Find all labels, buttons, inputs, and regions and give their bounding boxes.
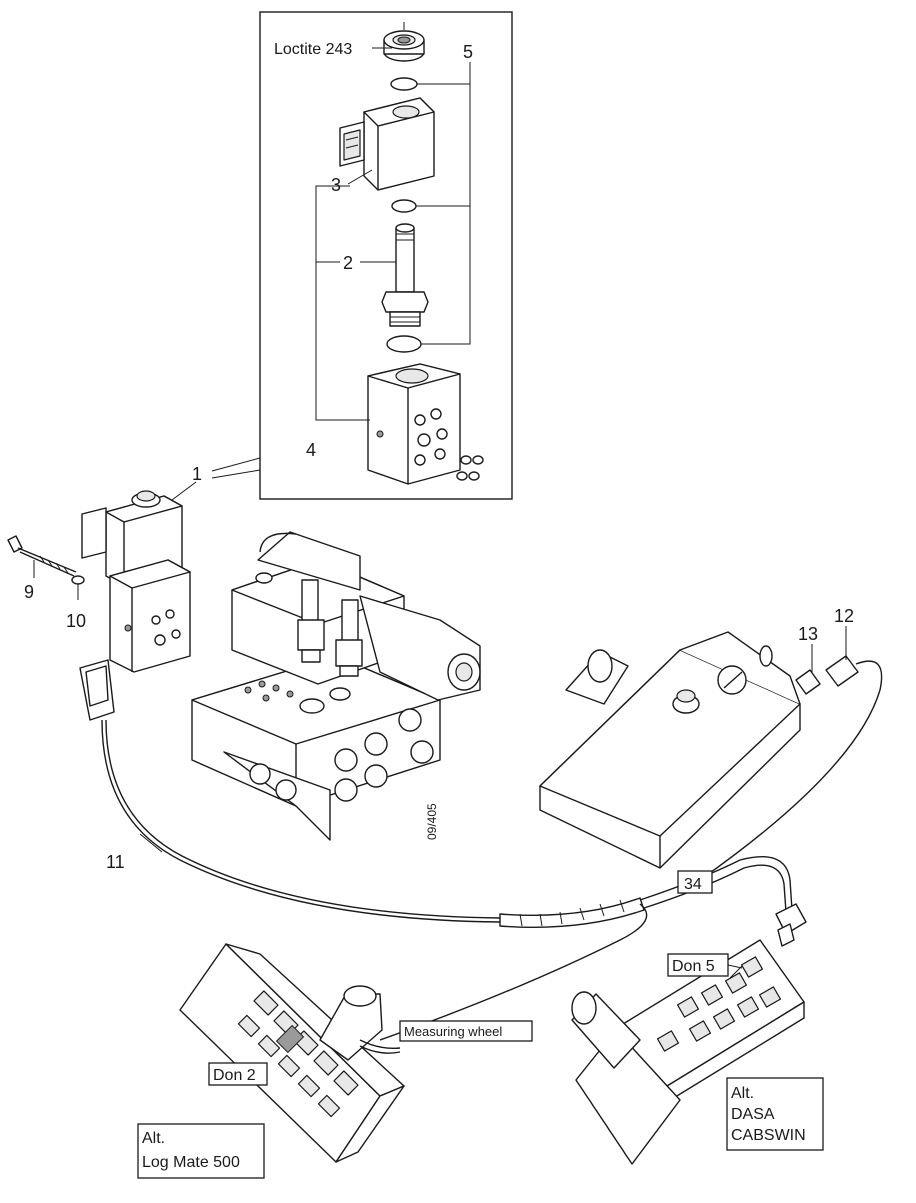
alt-logmate-line-2: Log Mate 500 (142, 1154, 240, 1171)
leader-3-2-4 (315, 185, 370, 421)
valve-body (367, 363, 461, 485)
o-ring (386, 335, 422, 353)
valve-with-sensors (231, 531, 481, 701)
label-12: 12 (834, 606, 854, 626)
label-11: 11 (106, 852, 125, 872)
callout-don5: Don 5 (667, 953, 743, 977)
label-3: 3 (331, 175, 341, 195)
washer (71, 575, 85, 585)
manifold-block (191, 655, 441, 841)
label-34: 34 (684, 876, 702, 893)
label-13: 13 (798, 624, 818, 644)
o-ring (391, 199, 417, 213)
callout-don2: Don 2 (208, 1062, 268, 1086)
label-2: 2 (343, 253, 353, 273)
dasa-keys (656, 956, 782, 1052)
leader-1-inset (211, 457, 261, 472)
dasa-control-unit (571, 939, 805, 1165)
label-9: 9 (24, 582, 34, 602)
callout-alt-logmate: Alt. Log Mate 500 (137, 1123, 265, 1179)
alt-dasa-line-1: Alt. (731, 1085, 754, 1102)
nut (383, 22, 425, 62)
logmate-keys (237, 990, 359, 1118)
svg-text:Measuring wheel: Measuring wheel (404, 1024, 502, 1039)
drawing-number: 09/405 (425, 803, 439, 840)
alt-logmate-line-1: Alt. (142, 1130, 165, 1147)
leader-5 (416, 83, 471, 207)
svg-text:Don 5: Don 5 (672, 958, 715, 975)
alt-dasa-line-2: DASA (731, 1106, 775, 1123)
solenoid-valve-assembly: 1 (81, 464, 202, 673)
armature (381, 223, 429, 327)
fittings (699, 626, 883, 881)
logmate-control-unit (179, 943, 405, 1163)
screw (7, 535, 77, 578)
callout-alt-dasa: Alt. DASA CABSWIN (726, 1077, 824, 1151)
inset-frame (259, 11, 513, 500)
cable-11 (79, 659, 501, 923)
label-1: 1 (192, 464, 202, 484)
callout-measuring-wheel: Measuring wheel (399, 1020, 533, 1042)
label-4: 4 (306, 440, 316, 460)
coil (339, 97, 435, 191)
control-box (539, 631, 801, 869)
alt-dasa-line-3: CABSWIN (731, 1127, 806, 1144)
o-ring (390, 77, 418, 91)
label-5: 5 (463, 42, 473, 62)
label-10: 10 (66, 611, 86, 631)
junction-34-box (677, 870, 713, 894)
svg-text:Don 2: Don 2 (213, 1067, 256, 1084)
label-loctite: Loctite 243 (274, 41, 352, 58)
cable-bundle (379, 856, 807, 1041)
inset-detail: Loctite 243 5 (211, 11, 513, 500)
small-o-rings (456, 455, 484, 481)
